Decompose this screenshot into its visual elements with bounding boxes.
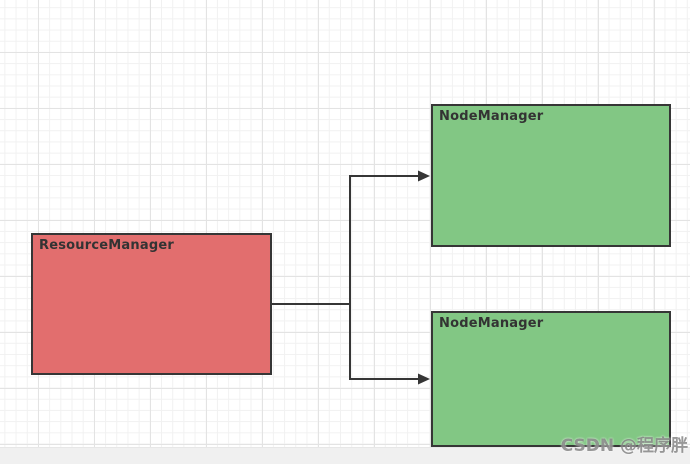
node-node-manager-bottom[interactable]: NodeManager bbox=[431, 311, 671, 447]
arrowhead-nm-top-icon bbox=[418, 170, 430, 182]
node-node-manager-top-label: NodeManager bbox=[439, 109, 544, 124]
connector-rm-to-nm-bottom[interactable] bbox=[349, 304, 420, 380]
node-resource-manager-label: ResourceManager bbox=[39, 238, 174, 253]
connector-rm-to-nm-top[interactable] bbox=[272, 175, 420, 305]
node-node-manager-bottom-label: NodeManager bbox=[439, 316, 544, 331]
arrowhead-nm-bottom-icon bbox=[418, 373, 430, 385]
csdn-watermark: CSDN @程序胖 bbox=[560, 436, 688, 456]
node-node-manager-top[interactable]: NodeManager bbox=[431, 104, 671, 247]
bottom-strip bbox=[0, 447, 690, 464]
node-resource-manager[interactable]: ResourceManager bbox=[31, 233, 272, 375]
